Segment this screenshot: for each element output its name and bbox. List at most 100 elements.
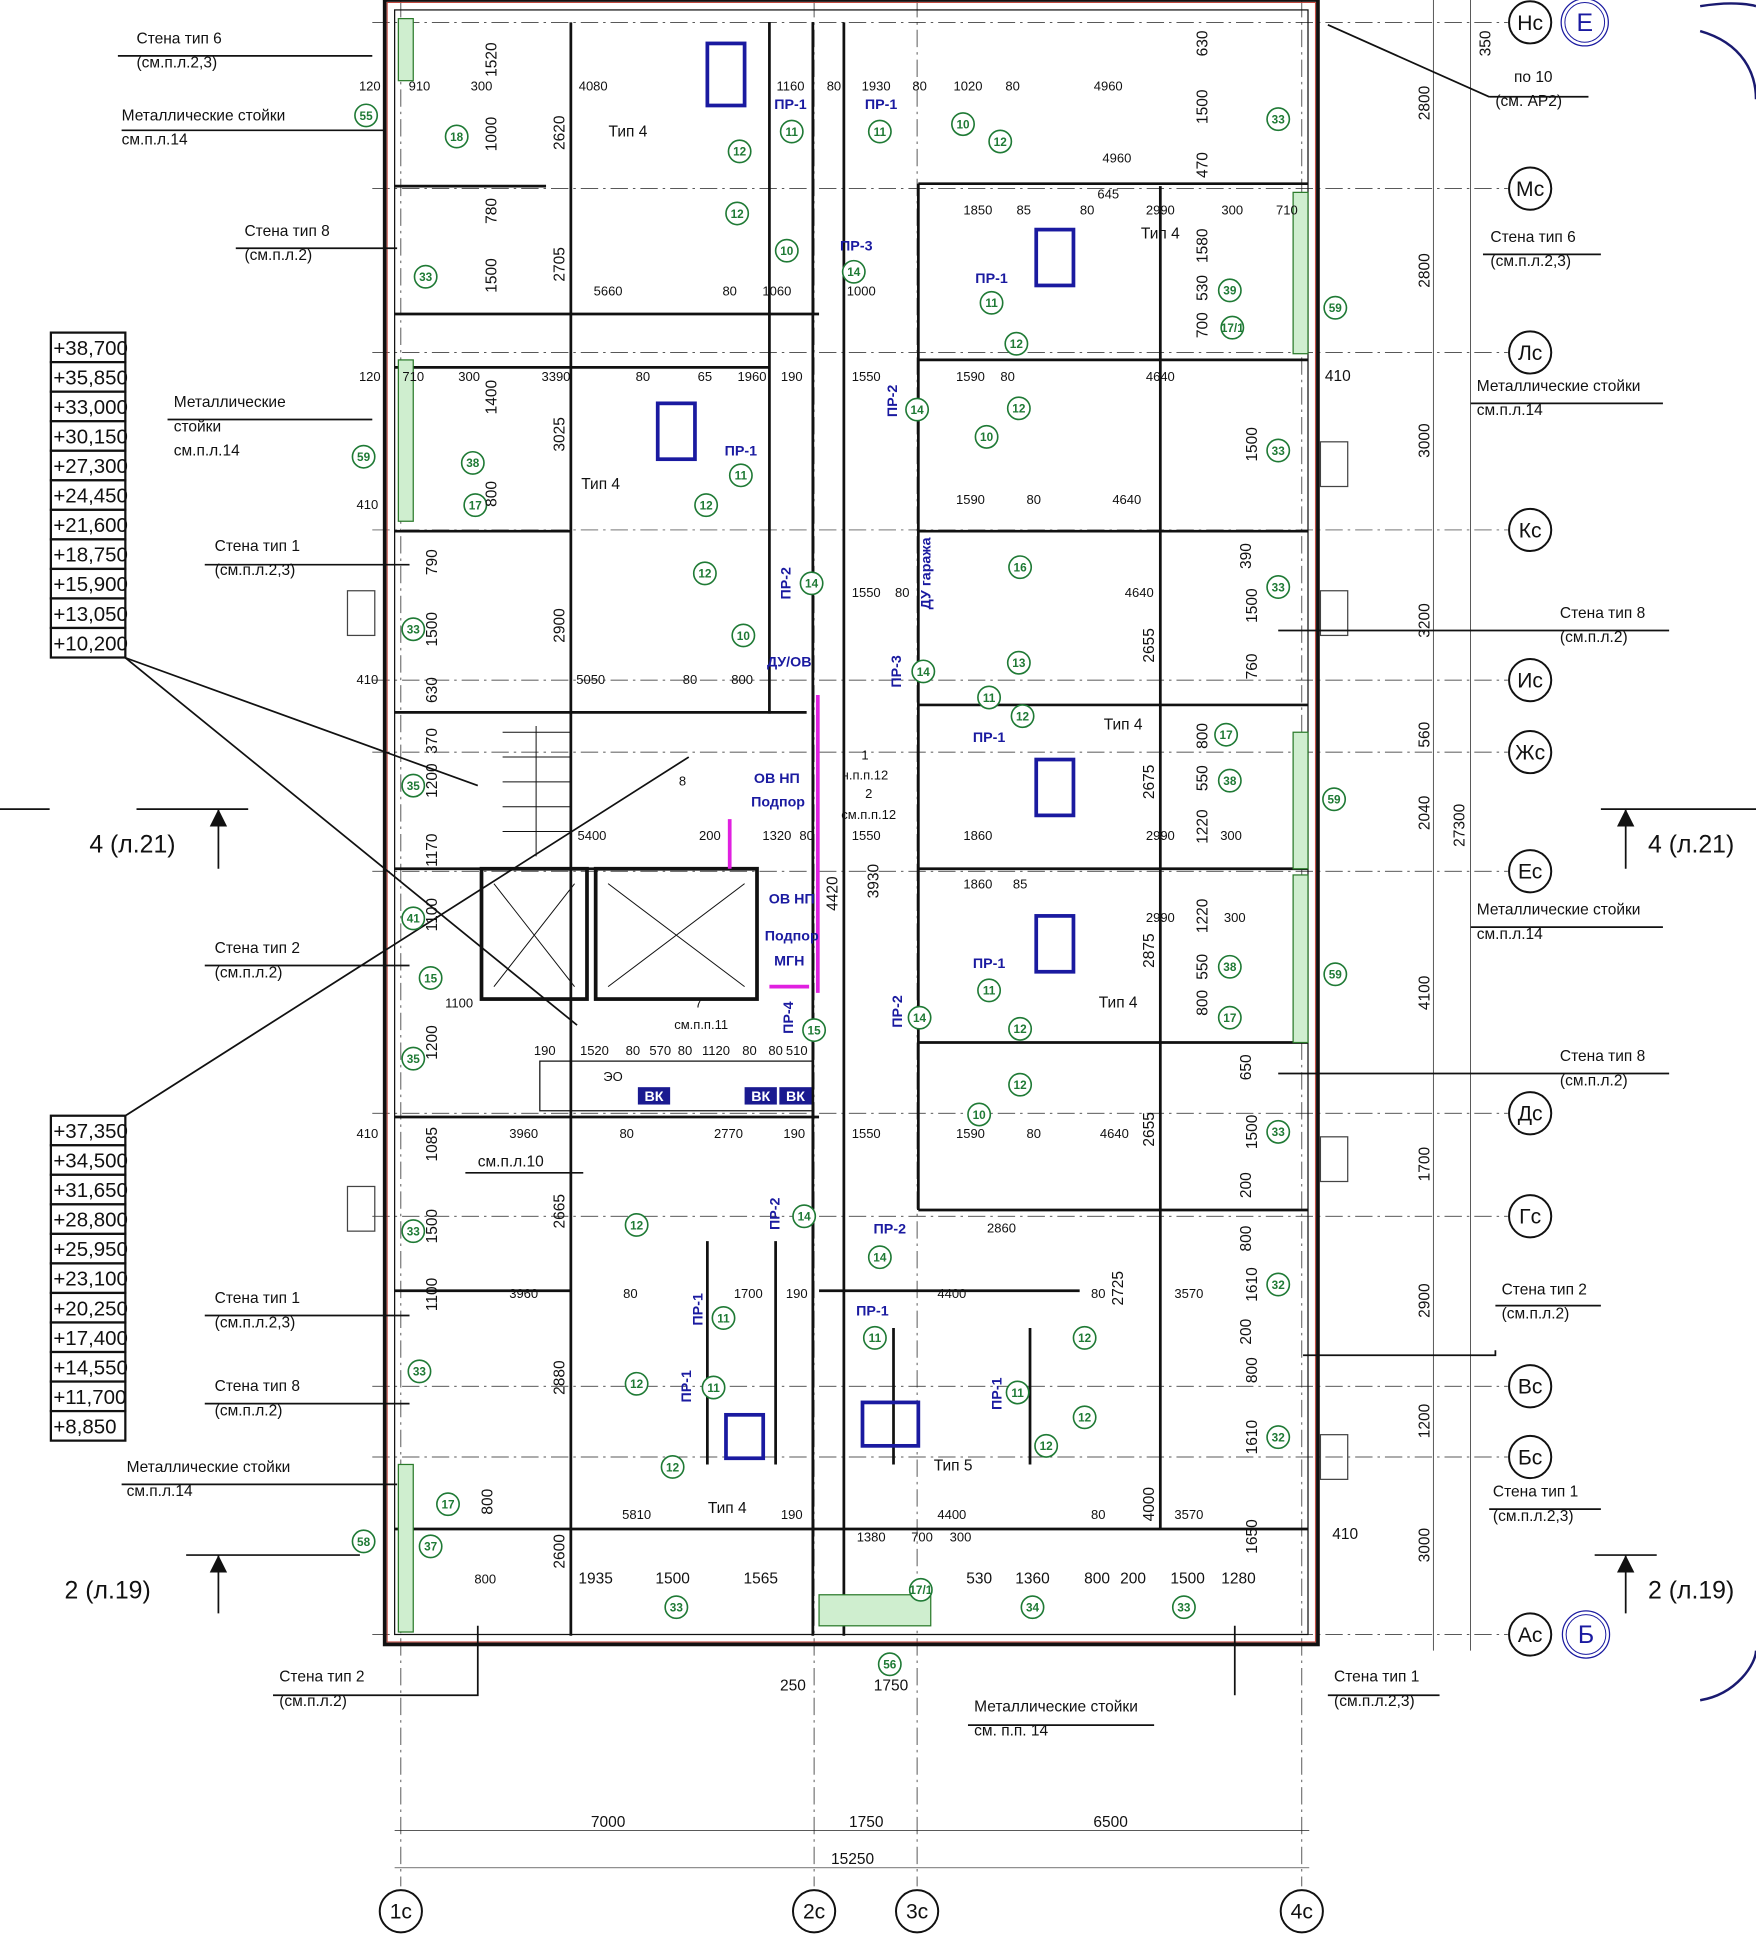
callout-text: (см.п.л.2) <box>1502 1306 1570 1323</box>
callout-text: (см.п.л.2,3) <box>1490 253 1571 270</box>
elevation-upper-value: +35,850 <box>53 366 128 389</box>
room-number: 38 <box>466 457 480 470</box>
elevation-lower-value: +23,100 <box>53 1268 128 1291</box>
row-axis-marker <box>1508 166 1553 211</box>
room-number-marker <box>1323 295 1348 320</box>
dimension-text: 3960 <box>509 1286 538 1301</box>
block-marker-label: Е <box>1576 10 1593 37</box>
axis-grid-lines <box>372 0 1508 1887</box>
plumbing-riser-box <box>779 1087 812 1105</box>
room-number: 10 <box>737 630 751 643</box>
room-number: 12 <box>630 1378 644 1391</box>
dimension-text: 1120 <box>702 1043 730 1058</box>
dimension-text: 80 <box>1091 1286 1105 1301</box>
room-number-marker <box>905 397 930 422</box>
room-number: 59 <box>357 451 371 464</box>
vertical-dimension-text: 1500 <box>424 1209 441 1244</box>
dimension-text: 3570 <box>1174 1507 1203 1522</box>
room-number-marker <box>1266 1272 1291 1297</box>
vertical-dimension-text: 780 <box>483 198 500 224</box>
dimension-text: 1100 <box>445 996 473 1011</box>
elevation-upper-value: +33,000 <box>53 396 128 419</box>
elevation-upper-value: +10,200 <box>53 632 128 655</box>
type-label: н.п.п.12 <box>842 767 889 782</box>
room-number: 58 <box>357 1536 371 1549</box>
type-label: Тип 4 <box>581 476 620 493</box>
room-number: 11 <box>985 297 998 310</box>
column-spacing-dim: 6500 <box>1093 1814 1128 1831</box>
ventilation-lines <box>727 695 820 993</box>
room-number: 12 <box>731 208 745 221</box>
room-number: 14 <box>798 1211 812 1224</box>
room-number: 15 <box>424 972 438 985</box>
room-number-marker <box>401 906 426 931</box>
room-number-marker <box>725 201 750 226</box>
room-number: 10 <box>973 1109 987 1122</box>
block-marker-inner <box>1564 1 1606 43</box>
dimension-text: 1935 <box>578 1571 612 1588</box>
room-number: 17 <box>1220 729 1234 742</box>
elevation-upper-cell <box>49 390 127 423</box>
type-label: Тип 5 <box>934 1458 973 1475</box>
dimension-text: 1550 <box>852 828 881 843</box>
callout-text: Стена тип 2 <box>215 940 300 957</box>
column-spacing-dim: 7000 <box>591 1814 626 1831</box>
room-number-marker <box>988 129 1013 154</box>
elevation-lower-cell <box>49 1173 127 1206</box>
dimension-text: 710 <box>1276 203 1298 218</box>
room-number-marker <box>351 1529 376 1554</box>
dimension-text: 80 <box>1027 1126 1041 1141</box>
vertical-dimension-text: 2880 <box>552 1360 569 1395</box>
room-number-marker <box>1171 1595 1196 1620</box>
row-axis-marker <box>1508 1364 1553 1409</box>
equipment-label: ПР-1 <box>679 1370 695 1403</box>
dimension-text: 5810 <box>622 1507 651 1522</box>
dimension-text: 1360 <box>1015 1571 1050 1588</box>
facade-windows <box>346 17 1349 1633</box>
callout-text: (см.п.л.2) <box>1560 1072 1628 1089</box>
elevation-lower-value: +11,700 <box>53 1386 126 1409</box>
dimension-text: 910 <box>409 79 431 94</box>
callout-text: Стена тип 2 <box>279 1669 364 1686</box>
room-number: 10 <box>980 431 994 444</box>
room-number: 15 <box>808 1024 822 1037</box>
dimension-text: 1960 <box>738 369 767 384</box>
row-axis-marker <box>1508 729 1553 775</box>
column-axis-label: 3с <box>906 1901 928 1924</box>
elevation-upper-value: +38,700 <box>53 337 128 360</box>
dimension-text: 4960 <box>1102 151 1131 166</box>
room-number-marker <box>862 1325 887 1350</box>
room-number: 35 <box>407 780 421 793</box>
elevation-lower-value: +37,350 <box>53 1120 128 1143</box>
vertical-dimension-text: 370 <box>424 728 441 754</box>
vertical-dimension-text: 1100 <box>424 1277 441 1311</box>
elevation-lower-value: +8,850 <box>53 1415 116 1438</box>
dimension-text: 4080 <box>579 79 608 94</box>
type-label: см.п.п.11 <box>674 1017 728 1032</box>
section-mark-label: 2 (л.19) <box>1648 1577 1734 1604</box>
dimension-text: 80 <box>799 828 813 843</box>
equipment-label: ДУ гаража <box>919 536 935 609</box>
callout-text: (см.п.л.2,3) <box>215 562 296 579</box>
elevation-upper-cell <box>49 449 127 482</box>
dimension-text: 300 <box>1224 910 1246 925</box>
room-number-marker <box>877 1652 902 1677</box>
dimension-text: 1750 <box>874 1677 909 1694</box>
room-number: 11 <box>983 692 996 705</box>
row-axis-label: Ис <box>1517 670 1543 693</box>
dimension-text: 3570 <box>1174 1286 1203 1301</box>
plumbing-fixtures <box>655 41 1076 1461</box>
room-number-marker <box>1266 575 1291 600</box>
callout-text: см. п.п. 14 <box>974 1723 1048 1740</box>
elevation-upper-value: +27,300 <box>53 455 128 478</box>
room-number-marker <box>1266 1425 1291 1450</box>
vertical-dimension-text: 4420 <box>825 876 842 911</box>
room-number-marker <box>463 493 488 518</box>
room-number: 32 <box>1272 1279 1286 1292</box>
equipment-label: ВК <box>751 1089 770 1105</box>
dimension-text: 300 <box>458 369 480 384</box>
section-mark-label: 2 (л.19) <box>65 1577 151 1604</box>
row-axis-label: Лс <box>1518 342 1542 365</box>
dimension-text: 80 <box>912 79 926 94</box>
